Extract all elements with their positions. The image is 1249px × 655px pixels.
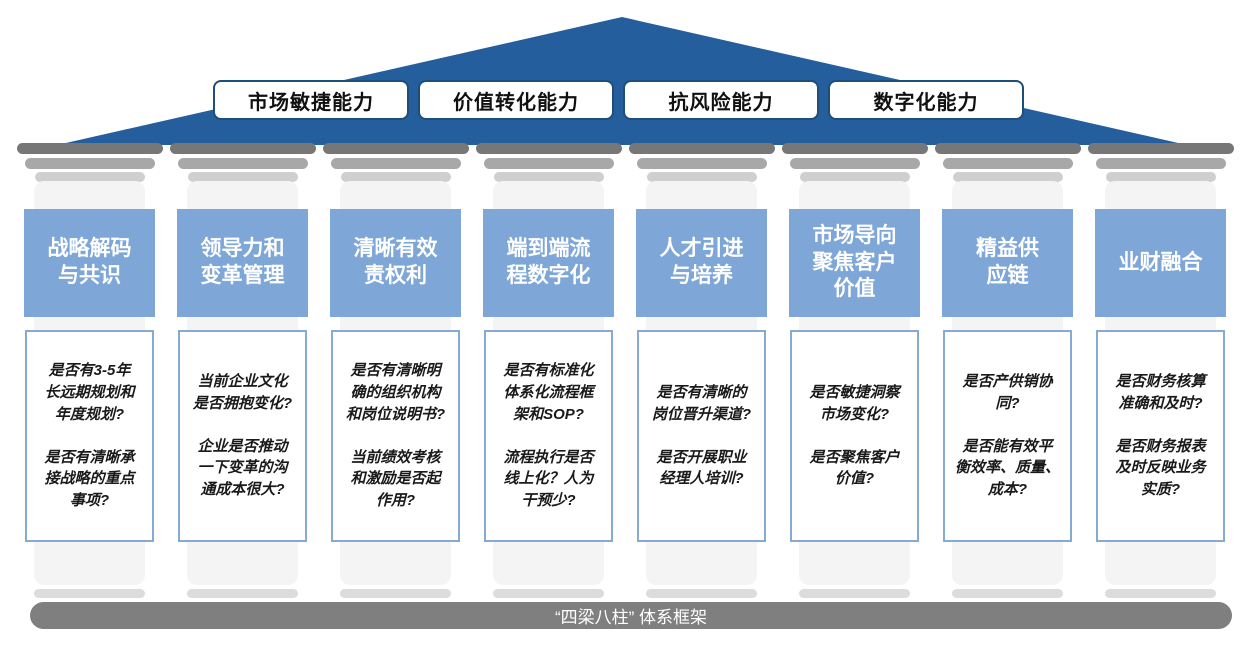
pillar-capital-bar: [169, 143, 316, 154]
question-box: 是否财务核算 准确和及时? 是否财务报表 及时反映业务 实质?: [1096, 330, 1225, 542]
beam-label: 价值转化能力: [453, 91, 579, 114]
question-box: 是否有3-5年 长远期规划和 年度规划? 是否有清晰承 接战略的重点 事项?: [25, 330, 154, 542]
question-box: 是否有清晰明 确的组织机构 和岗位说明书? 当前绩效考核 和激励是否起 作用?: [331, 330, 460, 542]
question-text: 是否聚焦客户 价值?: [809, 448, 900, 488]
question-text: 是否财务报表 及时反映业务 实质?: [1115, 437, 1206, 499]
beam-value-conversion: 价值转化能力: [418, 80, 614, 120]
pillar-end-to-end-digital-process: 端到端流 程数字化 是否有标准化 体系化流程框 架和SOP? 流程执行是否 线上…: [472, 143, 625, 603]
pillar-business-finance-integration: 业财融合 是否财务核算 准确和及时? 是否财务报表 及时反映业务 实质?: [1084, 143, 1237, 603]
pillar-capital-bar: [330, 158, 461, 169]
pillar-capital-bar: [24, 158, 155, 169]
pillar-base-bar: [646, 589, 757, 598]
pillar-leadership-change: 领导力和 变革管理 当前企业文化 是否拥抱变化? 企业是否推动 一下变革的沟 通…: [166, 143, 319, 603]
pillar-strategy-decoding: 战略解码 与共识 是否有3-5年 长远期规划和 年度规划? 是否有清晰承 接战略…: [13, 143, 166, 603]
pillar-clear-accountability: 清晰有效 责权利 是否有清晰明 确的组织机构 和岗位说明书? 当前绩效考核 和激…: [319, 143, 472, 603]
question-text: 是否有清晰承 接战略的重点 事项?: [44, 448, 135, 510]
pillar-header: 端到端流 程数字化: [483, 209, 614, 317]
question-box: 是否产供销协 同? 是否能有效平 衡效率、质量、 成本?: [943, 330, 1072, 542]
pillar-header: 市场导向 聚焦客户 价值: [789, 209, 920, 317]
pillar-capital-bar: [493, 172, 604, 182]
pillar-capital-bar: [187, 172, 298, 182]
pillar-capital-bar: [1105, 172, 1216, 182]
pillar-capital-bar: [934, 143, 1081, 154]
question-text: 是否有3-5年 长远期规划和 年度规划?: [44, 362, 135, 423]
pillar-base-bar: [34, 589, 145, 598]
pillar-market-customer-value: 市场导向 聚焦客户 价值 是否敏捷洞察 市场变化? 是否聚焦客户 价值?: [778, 143, 931, 603]
pillar-capital-bar: [483, 158, 614, 169]
pillar-header: 精益供 应链: [942, 209, 1073, 317]
pillar-base-bar: [340, 589, 451, 598]
pillar-talent-development: 人才引进 与培养 是否有清晰的 岗位晋升渠道? 是否开展职业 经理人培训?: [625, 143, 778, 603]
pillar-capital-bar: [636, 158, 767, 169]
question-text: 是否能有效平 衡效率、质量、 成本?: [954, 437, 1060, 499]
question-text: 是否产供销协 同?: [962, 373, 1053, 412]
pillar-capital-bar: [475, 143, 622, 154]
pillar-lean-supply-chain: 精益供 应链 是否产供销协 同? 是否能有效平 衡效率、质量、 成本?: [931, 143, 1084, 603]
foundation-bar: “四梁八柱” 体系框架: [30, 602, 1232, 629]
pillar-capital-bar: [799, 172, 910, 182]
pillar-capital-bar: [34, 172, 145, 182]
question-text: 是否敏捷洞察 市场变化?: [809, 384, 900, 423]
pillar-header: 清晰有效 责权利: [330, 209, 461, 317]
pillar-capital-bar: [16, 143, 163, 154]
pillar-capital-bar: [952, 172, 1063, 182]
beam-label: 数字化能力: [873, 91, 979, 114]
pillar-base-bar: [187, 589, 298, 598]
pillar-capital-bar: [340, 172, 451, 182]
pillar-header: 业财融合: [1095, 209, 1226, 317]
question-text: 企业是否推动 一下变革的沟 通成本很大?: [197, 437, 288, 499]
pillar-header: 领导力和 变革管理: [177, 209, 308, 317]
beam-row: 市场敏捷能力 价值转化能力 抗风险能力 数字化能力: [213, 80, 1033, 120]
foundation-label: “四梁八柱” 体系框架: [554, 608, 708, 627]
pillar-base-bar: [952, 589, 1063, 598]
pillar-header: 人才引进 与培养: [636, 209, 767, 317]
beam-label: 市场敏捷能力: [248, 91, 374, 114]
pillar-capital-bar: [177, 158, 308, 169]
beam-label: 抗风险能力: [668, 91, 774, 114]
pillar-row: 战略解码 与共识 是否有3-5年 长远期规划和 年度规划? 是否有清晰承 接战略…: [13, 143, 1237, 603]
question-text: 是否有清晰明 确的组织机构 和岗位说明书?: [345, 362, 446, 423]
question-box: 是否有标准化 体系化流程框 架和SOP? 流程执行是否 线上化？人为 干预少?: [484, 330, 613, 542]
question-box: 是否有清晰的 岗位晋升渠道? 是否开展职业 经理人培训?: [637, 330, 766, 542]
pillar-capital-bar: [1087, 143, 1234, 154]
question-text: 当前企业文化 是否拥抱变化?: [192, 373, 293, 412]
pillar-capital-bar: [789, 158, 920, 169]
pillar-capital-bar: [628, 143, 775, 154]
beam-market-agility: 市场敏捷能力: [213, 80, 409, 120]
pillar-capital-bar: [322, 143, 469, 154]
pillar-capital-bar: [781, 143, 928, 154]
question-box: 是否敏捷洞察 市场变化? 是否聚焦客户 价值?: [790, 330, 919, 542]
question-text: 是否有清晰的 岗位晋升渠道?: [651, 384, 752, 423]
pillar-base-bar: [799, 589, 910, 598]
question-text: 是否财务核算 准确和及时?: [1115, 373, 1206, 412]
beam-digitalization: 数字化能力: [828, 80, 1024, 120]
pillar-capital-bar: [646, 172, 757, 182]
pillar-base-bar: [1105, 589, 1216, 598]
question-box: 当前企业文化 是否拥抱变化? 企业是否推动 一下变革的沟 通成本很大?: [178, 330, 307, 542]
question-text: 是否有标准化 体系化流程框 架和SOP?: [503, 362, 594, 423]
pillar-header: 战略解码 与共识: [24, 209, 155, 317]
pillar-base-bar: [493, 589, 604, 598]
beam-risk-resistance: 抗风险能力: [623, 80, 819, 120]
question-text: 是否开展职业 经理人培训?: [656, 448, 747, 488]
question-text: 流程执行是否 线上化？人为 干预少?: [503, 448, 594, 510]
pillar-capital-bar: [1095, 158, 1226, 169]
pillar-capital-bar: [942, 158, 1073, 169]
question-text: 当前绩效考核 和激励是否起 作用?: [350, 448, 441, 510]
